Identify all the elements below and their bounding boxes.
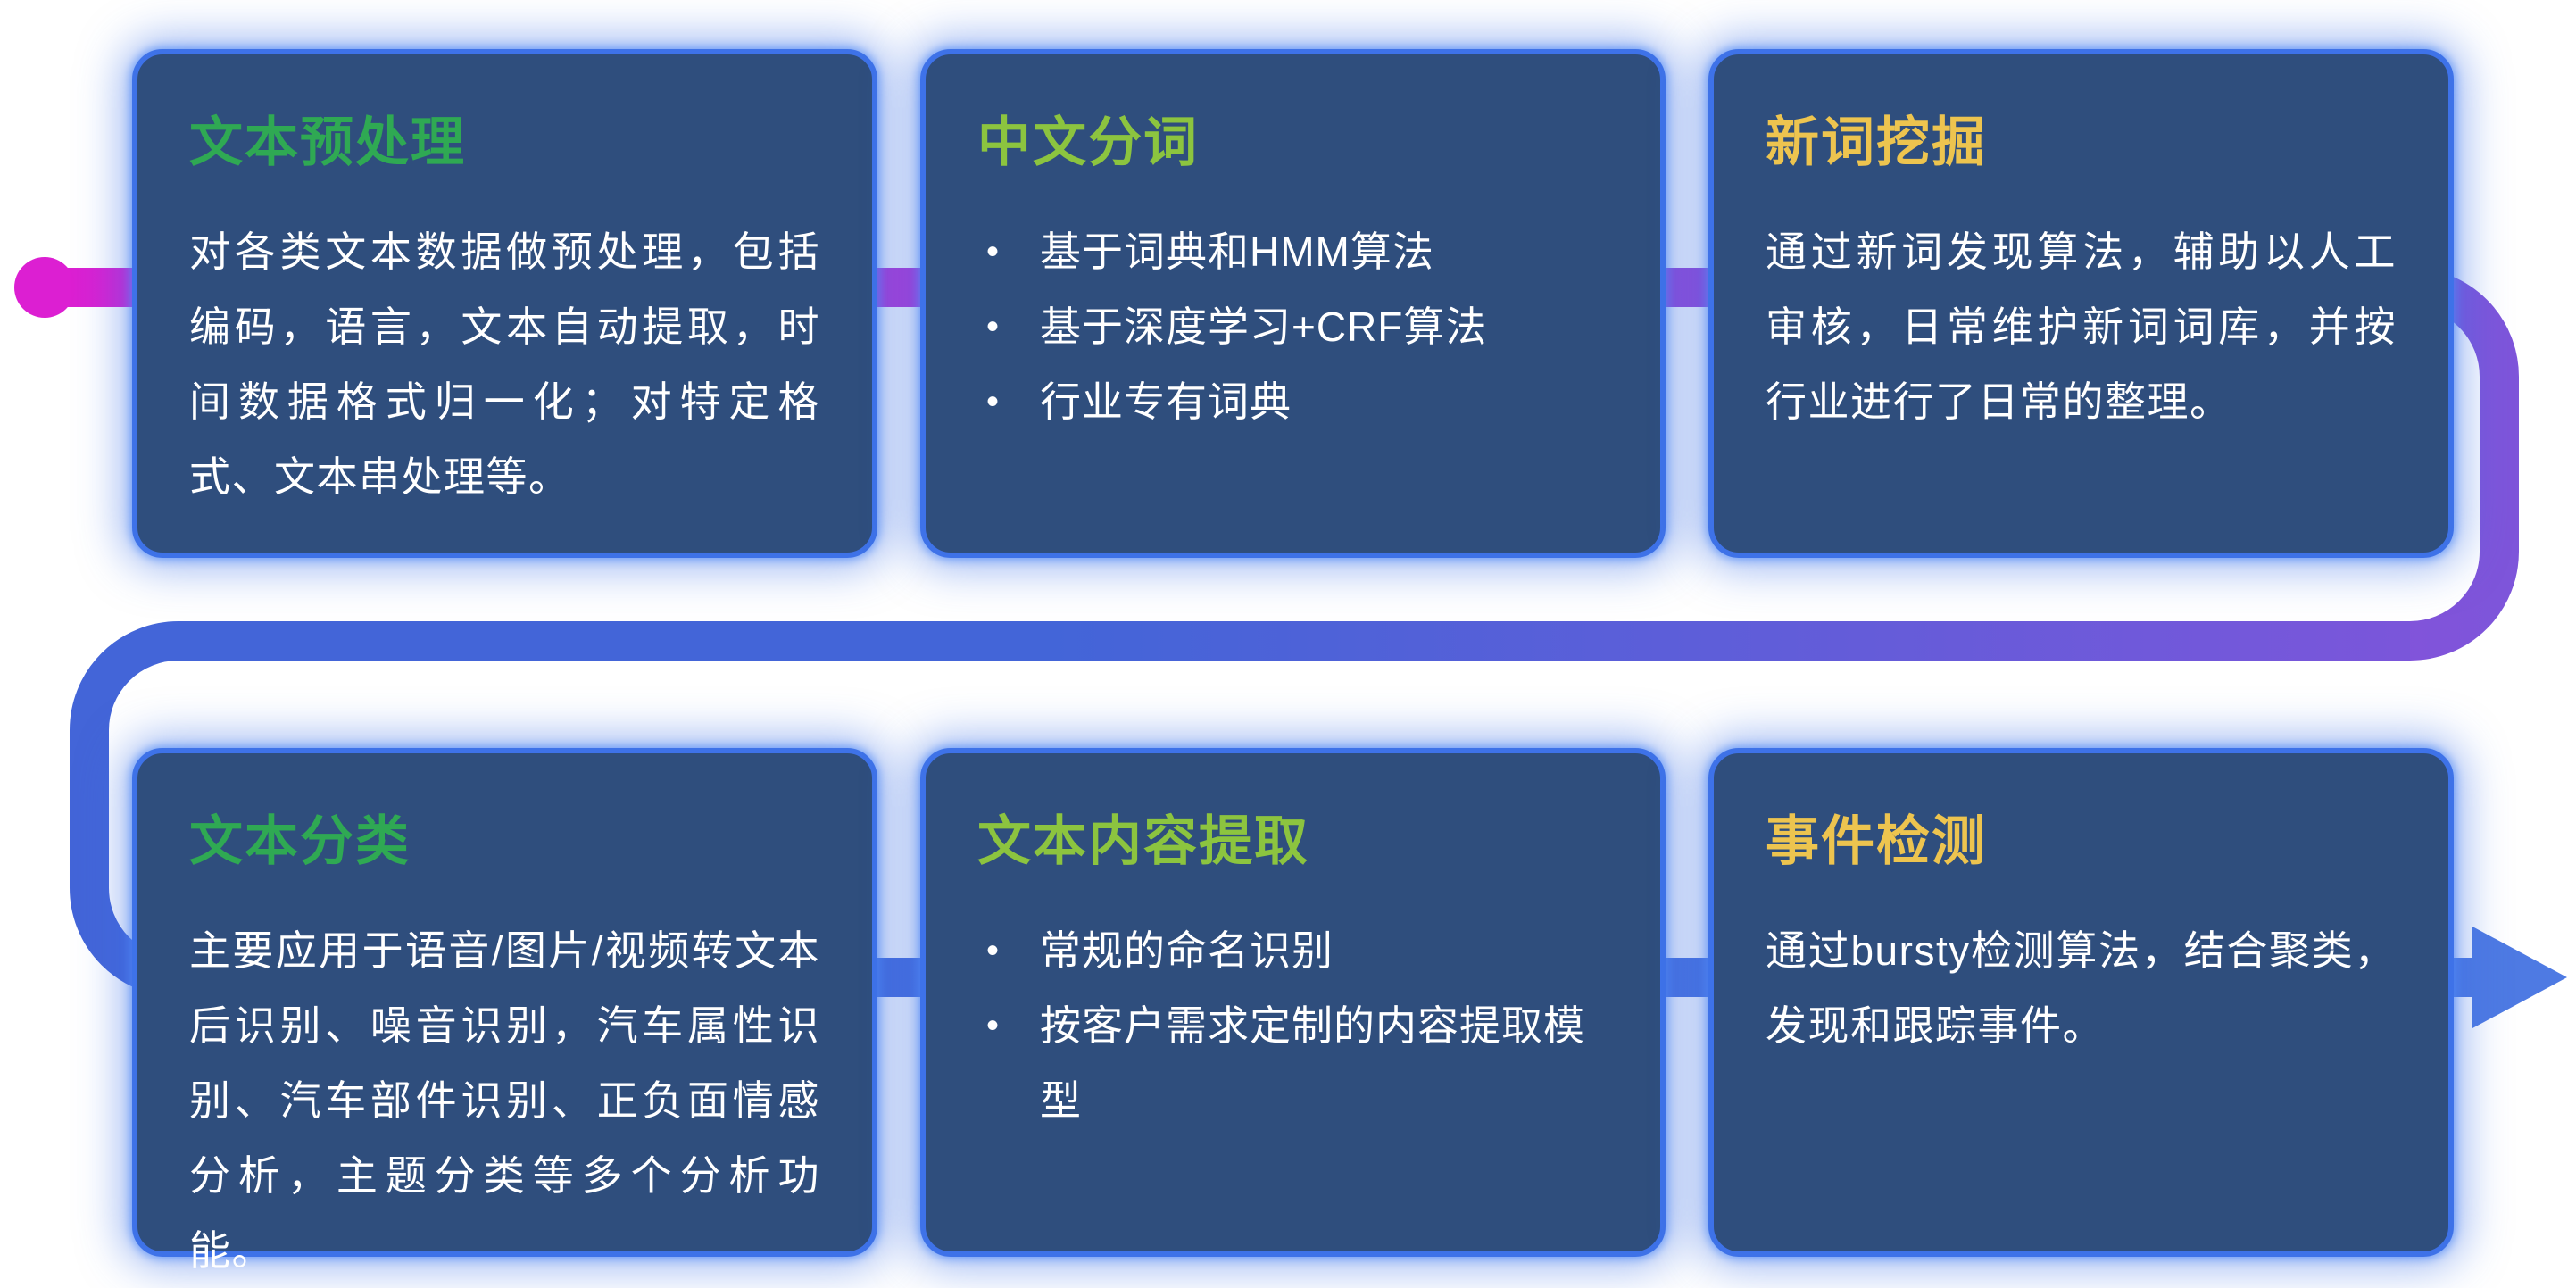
card-body: 通过bursty检测算法，结合聚类，发现和跟踪事件。 [1766, 927, 2397, 1049]
card-title: 文本分类 [189, 811, 411, 871]
card-bullet-list: 基于词典和HMM算法 基于深度学习+CRF算法 行业专有词典 [977, 214, 1608, 439]
bullet-item: 行业专有词典 [977, 364, 1608, 439]
bullet-item: 基于深度学习+CRF算法 [977, 289, 1608, 364]
card-body: 通过新词发现算法，辅助以人工审核，日常维护新词词库，并按行业进行了日常的整理。 [1766, 229, 2397, 425]
card-bullet-list: 常规的命名识别 按客户需求定制的内容提取模型 [977, 913, 1608, 1138]
card-body: 对各类文本数据做预处理，包括编码，语言，文本自动提取，时间数据格式归一化；对特定… [189, 229, 820, 500]
card-body: 主要应用于语音/图片/视频转文本后识别、噪音识别，汽车属性识别、汽车部件识别、正… [189, 927, 820, 1274]
card-new-word-mining: 新词挖掘 通过新词发现算法，辅助以人工审核，日常维护新词词库，并按行业进行了日常… [1708, 49, 2454, 558]
card-chinese-word-segmentation: 中文分词 基于词典和HMM算法 基于深度学习+CRF算法 行业专有词典 [920, 49, 1666, 558]
flow-arrow-icon [2472, 927, 2567, 1028]
card-title: 事件检测 [1766, 811, 1987, 871]
card-text-content-extraction: 文本内容提取 常规的命名识别 按客户需求定制的内容提取模型 [920, 748, 1666, 1257]
bullet-item: 按客户需求定制的内容提取模型 [977, 988, 1608, 1138]
bullet-item: 基于词典和HMM算法 [977, 214, 1608, 289]
bullet-text: 行业专有词典 [1040, 378, 1292, 425]
card-text-classification: 文本分类 主要应用于语音/图片/视频转文本后识别、噪音识别，汽车属性识别、汽车部… [132, 748, 877, 1274]
card-title: 中文分词 [977, 112, 1199, 172]
card-text-preprocessing: 文本预处理 对各类文本数据做预处理，包括编码，语言，文本自动提取，时间数据格式归… [132, 49, 877, 558]
bullet-text: 按客户需求定制的内容提取模型 [1040, 1002, 1585, 1124]
card-event-detection: 事件检测 通过bursty检测算法，结合聚类，发现和跟踪事件。 [1708, 748, 2454, 1257]
bullet-item: 常规的命名识别 [977, 913, 1608, 988]
flow-start-dot-icon [14, 257, 75, 318]
card-title: 文本预处理 [189, 112, 466, 172]
bullet-text: 基于词典和HMM算法 [1040, 229, 1434, 275]
bullet-text: 基于深度学习+CRF算法 [1040, 303, 1488, 350]
card-title: 文本内容提取 [977, 811, 1309, 871]
bullet-text: 常规的命名识别 [1040, 927, 1334, 974]
card-title: 新词挖掘 [1766, 112, 1987, 172]
